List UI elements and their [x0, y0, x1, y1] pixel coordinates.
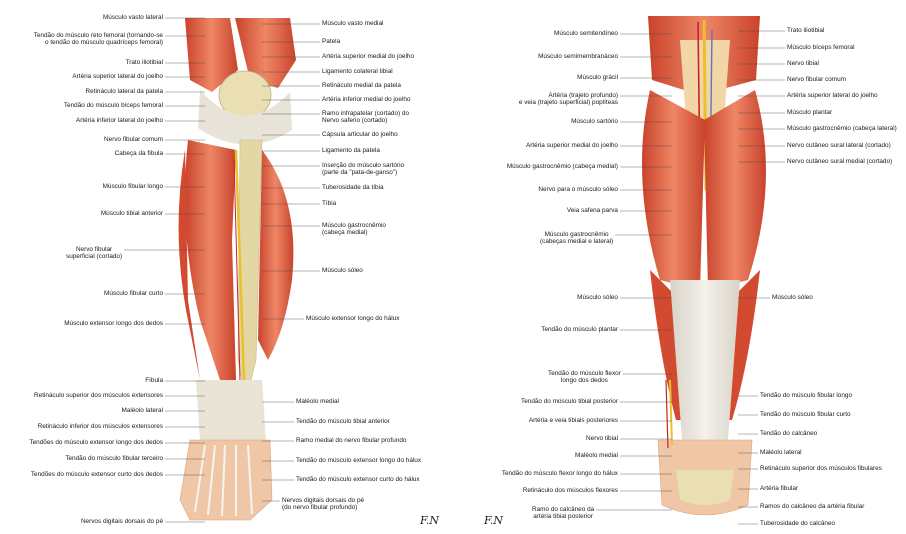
posterior-tibial-artery-ankle — [666, 380, 668, 448]
label-semitendineo: Músculo semitendíneo — [554, 30, 618, 37]
label-arteria-inferior-medial: Artéria inferior medial do joelho — [322, 96, 410, 103]
label-nervo-musculo-soleo: Nervo para o músculo sóleo — [538, 186, 618, 193]
calcaneus-shape — [676, 470, 734, 505]
label-sural-lateral: Nervo cutâneo sural lateral (cortado) — [787, 142, 891, 149]
label-nervo-tibial-post: Nervo tibial — [586, 435, 618, 442]
label-gastrocnemio-cabeca-medial: Músculo gastrocnêmio (cabeça medial) — [507, 163, 618, 170]
label-tuberosidade-calcaneo: Tuberosidade do calcâneo — [760, 520, 835, 527]
label-arteria-fibular: Artéria fibular — [760, 485, 798, 492]
tibia-shape — [238, 140, 262, 400]
label-tuberosidade-tibia: Tuberosidade da tíbia — [322, 184, 384, 191]
label-ramo-medial-fibular: Ramo medial do nervo fibular profundo — [296, 437, 406, 444]
label-maleolo-lateral-post: Maléolo lateral — [760, 449, 802, 456]
label-trato-iliotibial: Trato iliotibial — [126, 59, 163, 66]
label-tendao-fibular-curto: Tendão do músculo fibular curto — [760, 411, 851, 418]
gastrocnemius-lateral-head — [704, 90, 766, 290]
label-tendao-fibular-longo: Tendão do músculo fibular longo — [760, 392, 852, 399]
label-biceps-femoral-post: Músculo bíceps femoral — [787, 44, 855, 51]
label-vasto-lateral: Músculo vasto lateral — [103, 14, 163, 21]
calcaneal-tendon-shape — [670, 280, 740, 440]
foot-shape — [180, 440, 272, 520]
label-fibula: Fíbula — [145, 377, 163, 384]
label-semimembranaceo: Músculo semimembranáceo — [538, 53, 618, 60]
label-fibular-curto: Músculo fibular curto — [104, 290, 163, 297]
label-nervos-digitais-dorsais: Nervos digitais dorsais do pé — [81, 518, 163, 525]
label-biceps-femoral: Tendão do músculo bíceps femoral — [64, 102, 163, 109]
label-insercao-sartorio: Inserção do músculo sartório (parte da "… — [322, 162, 404, 177]
label-capsula-articular: Cápsula articular do joelho — [322, 131, 398, 138]
label-cabeca-fibula: Cabeça da fíbula — [115, 150, 163, 157]
label-ramos-calcaneo-fibular: Ramos do calcâneo da artéria fibular — [760, 503, 864, 510]
label-gracil: Músculo grácil — [577, 74, 618, 81]
label-vasto-medial: Músculo vasto medial — [322, 20, 383, 27]
label-maleolo-lateral: Maléolo lateral — [121, 407, 163, 414]
label-flexor-longo-dedos: Tendão do músculo flexor longo dos dedos — [548, 370, 621, 385]
label-tibia: Tíbia — [322, 200, 336, 207]
label-reto-femoral: Tendão do músculo reto femoral (tornando… — [34, 32, 163, 47]
label-maleolo-medial-post: Maléolo medial — [575, 452, 618, 459]
label-tendao-extensor-longo-halux: Tendão do músculo extensor longo do hálu… — [296, 457, 421, 464]
label-soleo-post: Músculo sóleo — [577, 294, 618, 301]
label-tendao-plantar: Tendão do músculo plantar — [541, 326, 618, 333]
label-nervo-fibular-comum: Nervo fibular comum — [104, 136, 163, 143]
label-nervos-digitais-fibular-profundo: Nervos digitais dorsais do pé (do nervo … — [282, 497, 364, 512]
label-ramo-calcaneo-tibial: Ramo do calcâneo da artéria tibial poste… — [532, 506, 594, 521]
label-patela: Patela — [322, 38, 340, 45]
label-retinaculo-medial: Retináculo medial da patela — [322, 82, 401, 89]
label-ligamento-patela: Ligamento da patela — [322, 147, 380, 154]
label-retinaculo-fibulares: Retináculo superior dos músculos fibular… — [760, 465, 882, 472]
anterior-leg — [179, 18, 296, 520]
label-sural-medial: Nervo cutâneo sural medial (cortado) — [787, 158, 892, 165]
posterior-leg — [642, 16, 766, 515]
label-extensor-longo-dedos: Músculo extensor longo dos dedos — [64, 320, 163, 327]
label-tendoes-extensor-longo-dedos: Tendões do músculo extensor longo dos de… — [29, 439, 163, 446]
label-soleo: Músculo sóleo — [322, 267, 363, 274]
label-gastrocnemio-lateral: Músculo gastrocnêmio (cabeça lateral) — [787, 125, 897, 132]
label-arteria-inferior-lateral: Artéria inferior lateral do joelho — [76, 117, 163, 124]
label-arteria-veia-tibiais: Artéria e veia tibiais posteriores — [529, 417, 618, 424]
label-arteria-superior-lateral: Artéria superior lateral do joelho — [72, 73, 163, 80]
label-fibular-terceiro: Tendão do músculo fibular terceiro — [65, 455, 163, 462]
label-sartorio: Músculo sartório — [571, 118, 618, 125]
label-retinaculo-inferior-extensores: Retináculo inferior dos músculos extenso… — [38, 423, 163, 430]
label-retinaculo-superior-extensores: Retináculo superior dos músculos extenso… — [34, 392, 163, 399]
label-arteria-superior-lateral-post: Artéria superior lateral do joelho — [787, 92, 878, 99]
label-trato-iliotibial-post: Trato iliotibial — [787, 27, 824, 34]
label-extensor-curto-dedos: Tendões do músculo extensor curto dos de… — [31, 471, 163, 478]
label-nervo-tibial: Nervo tibial — [787, 60, 819, 67]
label-veia-safena-parva: Veia safena parva — [567, 207, 618, 214]
label-arteria-veia-popliteas: Artéria (trajeto profundo) e veia (traje… — [519, 92, 618, 107]
label-arteria-superior-medial-post: Artéria superior medial do joelho — [526, 142, 618, 149]
label-nervo-fibular-superficial: Nervo fibular superficial (cortado) — [66, 246, 122, 261]
label-arteria-superior-medial: Artéria superior medial do joelho — [322, 53, 414, 60]
label-retinaculo-lateral: Retináculo lateral da patela — [86, 88, 163, 95]
label-extensor-longo-halux: Músculo extensor longo do hálux — [306, 315, 399, 322]
gastrocnemius-medial-shape — [258, 150, 293, 360]
label-fibular-longo: Músculo fibular longo — [103, 183, 163, 190]
label-nervo-fibular-comum-post: Nervo fibular comum — [787, 76, 846, 83]
label-tendao-tibial-anterior: Tendão do músculo tibial anterior — [296, 418, 390, 425]
label-soleo-lateral: Músculo sóleo — [772, 294, 813, 301]
label-maleolo-medial: Maléolo medial — [296, 398, 339, 405]
label-ligamento-colateral-tibial: Ligamento colateral tibial — [322, 68, 393, 75]
label-retinaculo-flexores: Retináculo dos músculos flexores — [523, 487, 618, 494]
label-tibial-posterior: Tendão do músculo tibial posterior — [521, 398, 618, 405]
label-tibial-anterior: Músculo tibial anterior — [101, 210, 163, 217]
tibialis-anterior-shape — [185, 140, 236, 380]
label-gastrocnemio-medial: Músculo gastrocnêmio (cabeça medial) — [322, 222, 386, 237]
label-tendao-extensor-curto-halux: Tendão do músculo extensor curto do hálu… — [296, 476, 420, 483]
artist-signature-right: F.N — [484, 514, 503, 527]
label-flexor-longo-halux: Tendão do músculo flexor longo do hálux — [502, 470, 618, 477]
label-ramo-infrapatelar: Ramo infrapatelar (cortado) do Nervo saf… — [322, 110, 409, 125]
ankle-retinaculum-shape — [196, 380, 266, 440]
label-tendao-calcaneo: Tendão do calcâneo — [760, 430, 817, 437]
label-plantar: Músculo plantar — [787, 109, 832, 116]
label-gastrocnemio-cabecas: Músculo gastrocnêmio (cabeças medial e l… — [540, 231, 613, 246]
artist-signature-left: F.N — [420, 514, 439, 527]
